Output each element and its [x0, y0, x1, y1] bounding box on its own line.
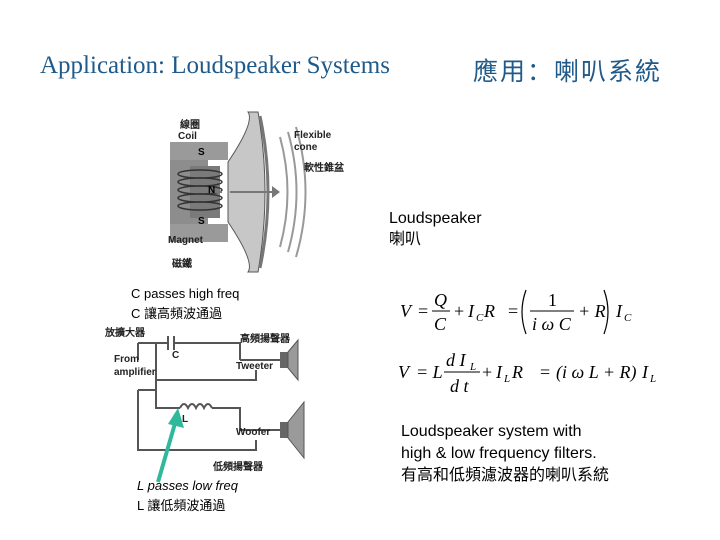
eq2-current2: I [641, 362, 649, 382]
inductor-note: L passes low freq [137, 478, 238, 493]
eq1-plus: + [454, 301, 464, 321]
amplifier-label: amplifier [114, 367, 156, 378]
eq1-current2-sub: C [624, 312, 632, 324]
circuit-drawing [137, 336, 305, 460]
equation-inductor: V = L d I L d t + I L R = (i ω L + R) I … [398, 350, 656, 396]
system-caption-zh: 有高和低頻濾波器的喇叭系統 [401, 467, 610, 484]
eq1-lhs: V [400, 301, 413, 321]
system-caption-line2: high & low frequency filters. [401, 445, 597, 462]
inductor-note-zh: L 讓低頻波通過 [137, 498, 226, 513]
magnet-label-zh: 磁鐵 [172, 259, 192, 270]
capacitor-note-zh: C 讓高頻波通過 [131, 306, 223, 321]
coil-label: Coil [178, 131, 197, 142]
woofer-speaker [280, 400, 305, 460]
amplifier-label-zh: 放擴大器 [105, 328, 145, 339]
from-label: From [114, 354, 139, 365]
capacitor-symbol-label: C [172, 350, 180, 361]
equation-capacitor: V = Q C + I C R = 1 i ω C + R I C [400, 289, 632, 335]
eq2-equals-l: = L [416, 362, 443, 382]
magnet-top [170, 142, 228, 160]
pole-s-top: S [198, 147, 205, 158]
eq2-current2-sub: L [649, 373, 656, 385]
eq2-current-sub: L [503, 373, 510, 385]
tweeter-speaker [280, 338, 299, 382]
eq2-current: I [495, 362, 503, 382]
eq1-equals: = [418, 301, 428, 321]
pole-n: N [208, 185, 216, 196]
magnet-label: Magnet [168, 235, 203, 246]
eq2-numerator: d I [446, 350, 467, 370]
eq2-resistance: R [511, 362, 523, 382]
cone-label-zh: 軟性錐盆 [304, 163, 344, 174]
crossover-circuit [110, 330, 320, 490]
eq2-plus: + [482, 362, 492, 382]
tweeter-label: Tweeter [236, 361, 274, 372]
coil-label-zh: 線圈 [180, 120, 200, 131]
eq1-impedance-den: i ω C [532, 314, 572, 334]
page-title: Application: Loudspeaker Systems [40, 52, 390, 79]
eq1-current2: I [615, 301, 623, 321]
eq1-current: I [467, 301, 475, 321]
capacitor-note: C passes high freq [131, 286, 240, 301]
coil-windings [177, 169, 223, 211]
inductor-symbol-label: L [182, 414, 189, 425]
eq1-numerator: Q [434, 290, 447, 310]
svg-text:=: = [540, 362, 550, 382]
woofer-label: Woofer [236, 427, 271, 438]
sound-waves [279, 126, 307, 258]
loudspeaker-label-zh: 喇叭 [389, 231, 422, 248]
pole-s-bottom: S [198, 216, 205, 227]
eq1-plus-r: + R [578, 301, 606, 321]
eq1-one: 1 [548, 290, 557, 310]
eq2-denominator: d t [450, 376, 470, 396]
eq2-lhs: V [398, 362, 411, 382]
svg-text:=: = [508, 301, 518, 321]
eq1-current-sub: C [476, 312, 484, 324]
loudspeaker-label: Loudspeaker [389, 210, 482, 227]
woofer-label-zh: 低頻揚聲器 [213, 462, 263, 473]
eq1-resistance: R [483, 301, 495, 321]
speaker-drawing [170, 111, 307, 273]
eq2-numerator-sub: L [469, 361, 476, 373]
magnet-bottom [170, 224, 228, 242]
page-title-chinese: 應用：喇叭系統 [473, 59, 663, 86]
cone-label-line1: Flexible [294, 130, 332, 141]
eq1-denominator: C [434, 314, 447, 334]
tweeter-label-zh: 高頻揚聲器 [240, 334, 290, 345]
cone-label-line2: cone [294, 142, 318, 153]
eq2-impedance: (i ω L + R) [556, 362, 637, 383]
system-caption-line1: Loudspeaker system with [401, 423, 582, 440]
speaker-figure [160, 111, 360, 273]
